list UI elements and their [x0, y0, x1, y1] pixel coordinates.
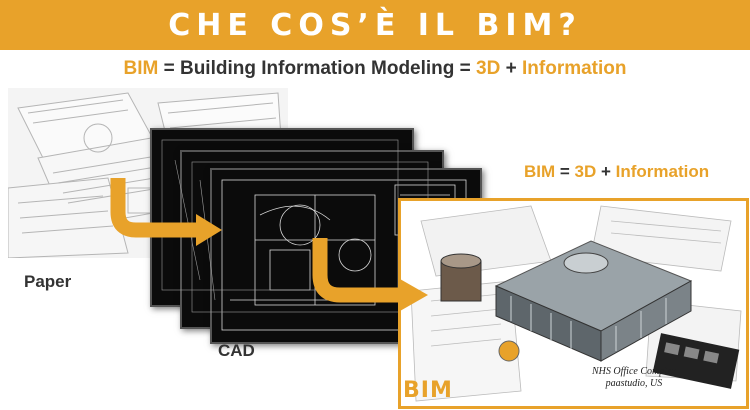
credit-studio: paastudio, US: [605, 378, 663, 389]
definition-information: Information: [522, 58, 627, 79]
equation-bim: BIM: [524, 162, 556, 181]
credit-project: NHS Office Complex: [592, 366, 676, 377]
equation-plus: +: [596, 162, 616, 181]
definition-expansion: = Building Information Modeling =: [158, 58, 477, 79]
equation-information: Information: [615, 162, 710, 181]
definition-plus: +: [500, 58, 522, 79]
definition-bim: BIM: [123, 58, 159, 79]
bim-equation: BIM = 3D + Information: [524, 162, 709, 182]
equation-equals: =: [555, 162, 575, 181]
page-title: CHE COS’È IL BIM?: [168, 7, 582, 43]
bim-building-render: [401, 201, 746, 406]
title-banner: CHE COS’È IL BIM?: [0, 0, 750, 50]
definition-3d: 3D: [476, 58, 501, 79]
bim-definition: BIM = Building Information Modeling = 3D…: [0, 58, 750, 80]
image-credit: NHS Office Complex paastudio, US: [592, 366, 676, 390]
paper-label: Paper: [24, 272, 72, 291]
cad-label: CAD: [218, 341, 255, 360]
equation-3d: 3D: [574, 162, 597, 181]
bim-label: BIM: [403, 378, 453, 403]
bim-model-image: [398, 198, 749, 409]
